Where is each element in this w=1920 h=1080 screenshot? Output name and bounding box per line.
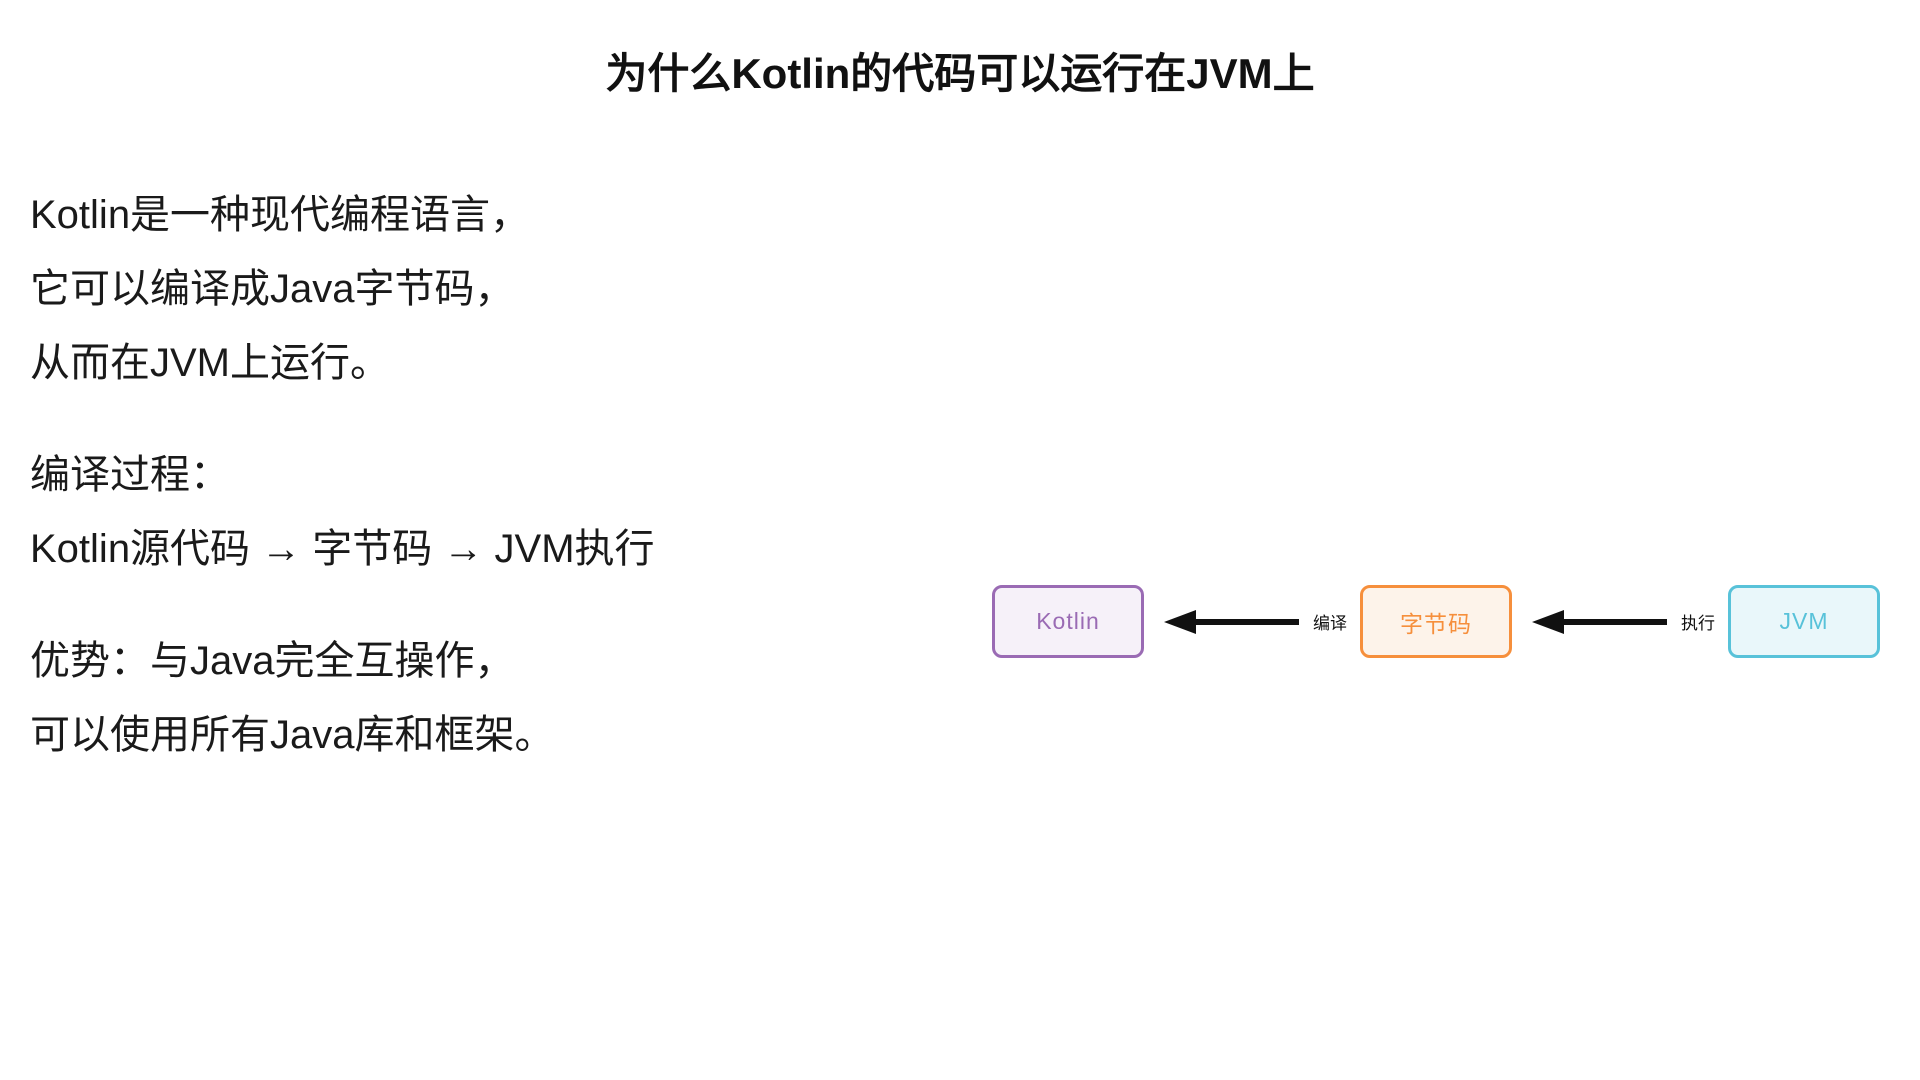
left-arrow-icon <box>1532 607 1667 637</box>
paragraph-compile-process: 编译过程： Kotlin源代码 → 字节码 → JVM执行 <box>30 438 930 586</box>
node-kotlin-label: Kotlin <box>1036 608 1100 634</box>
connector-compile: 编译 <box>1164 607 1347 637</box>
node-bytecode-label: 字节码 <box>1400 610 1472 637</box>
node-kotlin: Kotlin <box>992 585 1144 658</box>
text-line: 可以使用所有Java库和框架。 <box>30 713 555 757</box>
arrow-label-execute: 执行 <box>1681 614 1715 633</box>
text-line: 它可以编译成Java字节码， <box>30 267 515 311</box>
flow-diagram: Kotlin 编译 字节码 执行 JVM <box>992 585 1880 658</box>
node-jvm: JVM <box>1728 585 1880 658</box>
text-line: Kotlin源代码 → 字节码 → JVM执行 <box>30 527 655 571</box>
body-text: Kotlin是一种现代编程语言， 它可以编译成Java字节码， 从而在JVM上运… <box>30 178 930 772</box>
text-line: Kotlin是一种现代编程语言， <box>30 193 531 237</box>
left-arrow-icon <box>1164 607 1299 637</box>
text-line: 从而在JVM上运行。 <box>30 341 390 385</box>
text-line: 优势：与Java完全互操作， <box>30 639 515 683</box>
text-line: 编译过程： <box>30 453 230 497</box>
node-bytecode: 字节码 <box>1360 585 1512 658</box>
arrow-label-compile: 编译 <box>1313 614 1347 633</box>
paragraph-intro: Kotlin是一种现代编程语言， 它可以编译成Java字节码， 从而在JVM上运… <box>30 178 930 400</box>
page-title: 为什么Kotlin的代码可以运行在JVM上 <box>605 50 1315 97</box>
connector-execute: 执行 <box>1532 607 1715 637</box>
paragraph-advantage: 优势：与Java完全互操作， 可以使用所有Java库和框架。 <box>30 624 930 772</box>
node-jvm-label: JVM <box>1779 608 1829 634</box>
